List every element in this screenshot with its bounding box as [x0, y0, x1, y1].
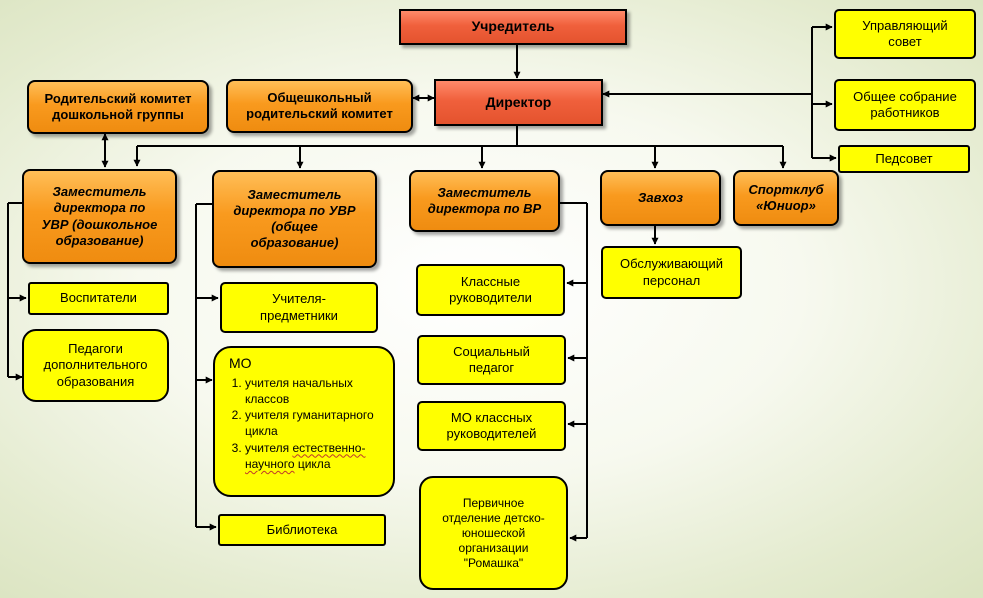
mo-item-2: учителя гуманитарного цикла: [245, 407, 383, 439]
deputy-preschool-box: Заместитель директора по УВР (дошкольное…: [22, 169, 177, 264]
deputy-vr-box: Заместитель директора по ВР: [409, 170, 560, 232]
founder-box: Учредитель: [399, 9, 627, 45]
ped-council-box: Педсовет: [838, 145, 970, 173]
sportclub-box: Спортклуб «Юниор»: [733, 170, 839, 226]
social-pedagogue-box: Социальный педагог: [417, 335, 566, 385]
service-staff-box: Обслуживающий персонал: [601, 246, 742, 299]
mo-list: учителя начальных классов учителя гумани…: [229, 375, 383, 472]
board-box: Управляющий совет: [834, 9, 976, 59]
deputy-general-box: Заместитель директора по УВР (общее обра…: [212, 170, 377, 268]
mo-item-3-suffix: цикла: [294, 456, 331, 471]
staff-meeting-box: Общее собрание работников: [834, 79, 976, 131]
youth-organization-box: Первичное отделение детско- юношеской ор…: [419, 476, 568, 590]
mo-item-3-prefix: учителя: [245, 440, 293, 455]
additional-education-teachers-box: Педагоги дополнительного образования: [22, 329, 169, 402]
school-parents-committee-box: Общешкольный родительский комитет: [226, 79, 413, 133]
caretaker-box: Завхоз: [600, 170, 721, 226]
preschool-parents-committee-box: Родительский комитет дошкольной группы: [27, 80, 209, 134]
mo-item-3: учителя естественно-научного цикла: [245, 440, 383, 472]
educators-box: Воспитатели: [28, 282, 169, 315]
mo-class-teachers-box: МО классных руководителей: [417, 401, 566, 451]
mo-title: МО: [229, 355, 252, 371]
mo-item-3-spellcheck-word: естественно-научного: [245, 440, 366, 471]
methodical-association-box: МО учителя начальных классов учителя гум…: [213, 346, 395, 497]
mo-item-1: учителя начальных классов: [245, 375, 383, 407]
library-box: Библиотека: [218, 514, 386, 546]
class-teachers-box: Классные руководители: [416, 264, 565, 316]
subject-teachers-box: Учителя- предметники: [220, 282, 378, 333]
director-box: Директор: [434, 79, 603, 126]
